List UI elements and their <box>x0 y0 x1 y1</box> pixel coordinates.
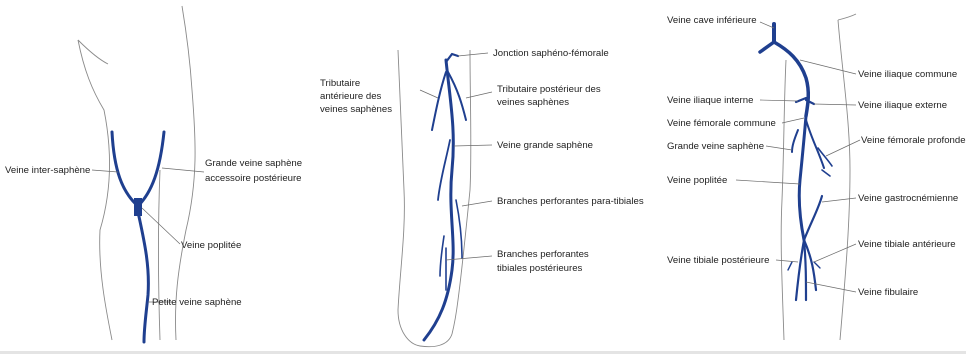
label-tributaire-posterieur: Tributaire postérieur des <box>497 84 601 95</box>
label-veine-gastrocnemienne: Veine gastrocnémienne <box>858 193 958 204</box>
label-branches-perforantes-tibiales: Branches perforantes <box>497 249 589 260</box>
label-tributaire-anterieure-line3: veines saphènes <box>320 104 392 115</box>
label-petite-veine-saphene: Petite veine saphène <box>152 297 242 308</box>
label-veine-poplitee: Veine poplitée <box>181 240 241 251</box>
label-branches-perforantes-para-tibiales: Branches perforantes para-tibiales <box>497 196 644 207</box>
label-veine-poplitee: Veine poplitée <box>667 175 727 186</box>
label-veine-fibulaire: Veine fibulaire <box>858 287 918 298</box>
labels: Veine cave inférieure Veine iliaque comm… <box>667 15 966 298</box>
label-veine-iliaque-interne: Veine iliaque interne <box>667 95 753 106</box>
label-veine-iliaque-commune: Veine iliaque commune <box>858 69 957 80</box>
label-veine-tibiale-anterieure: Veine tibiale antérieure <box>858 239 956 250</box>
vein-network <box>424 54 466 340</box>
label-branches-perforantes-tibiales-line2: tibiales postérieures <box>497 263 583 274</box>
label-veine-grande-saphene: Veine grande saphène <box>497 140 593 151</box>
vein-network <box>112 132 164 342</box>
label-grande-veine-saphene: Grande veine saphène <box>667 141 764 152</box>
leg-outline <box>398 50 471 347</box>
labels: Tributaire antérieure des veines saphène… <box>320 48 644 274</box>
panel-left-knee: Veine inter-saphène Grande veine saphène… <box>5 6 302 342</box>
label-veine-iliaque-externe: Veine iliaque externe <box>858 100 947 111</box>
leg-outline <box>78 6 195 340</box>
label-veine-tibiale-posterieure: Veine tibiale postérieure <box>667 255 769 266</box>
leg-outline <box>781 14 856 340</box>
label-tributaire-posterieur-line2: veines saphènes <box>497 97 569 108</box>
panel-middle-leg: Tributaire antérieure des veines saphène… <box>320 48 644 347</box>
leader-lines <box>420 53 492 260</box>
label-veine-femorale-commune: Veine fémorale commune <box>667 118 776 129</box>
label-tributaire-anterieure: Tributaire <box>320 78 360 89</box>
label-veine-femorale-profonde: Veine fémorale profonde <box>861 135 966 146</box>
label-jonction-sapheno-femorale: Jonction saphéno-fémorale <box>493 48 609 59</box>
label-grande-veine-saphene-accessoire-line2: accessoire postérieure <box>205 173 302 184</box>
label-grande-veine-saphene-accessoire: Grande veine saphène <box>205 158 302 169</box>
label-veine-inter-saphene: Veine inter-saphène <box>5 165 90 176</box>
label-tributaire-anterieure-line2: antérieure des <box>320 91 382 102</box>
panel-right-deep-veins: Veine cave inférieure Veine iliaque comm… <box>667 14 966 340</box>
label-veine-cave-inferieure: Veine cave inférieure <box>667 15 757 26</box>
